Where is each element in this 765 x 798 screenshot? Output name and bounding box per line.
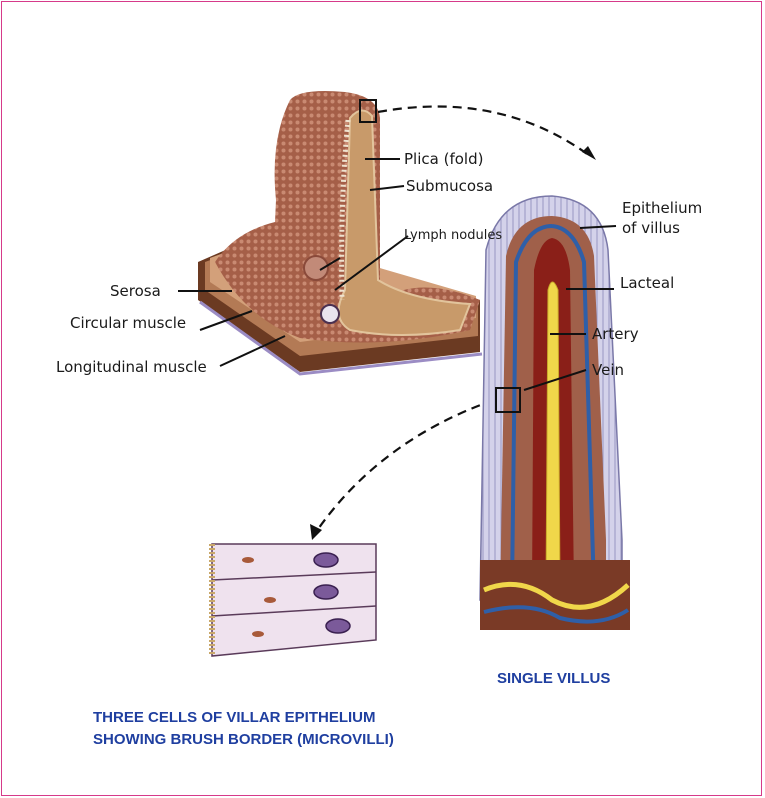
lymph-nodule-2: [321, 305, 339, 323]
label-lacteal: Lacteal: [620, 274, 674, 292]
caption-single-villus: SINGLE VILLUS: [497, 668, 610, 689]
arrow-to-villus: [378, 107, 590, 157]
label-submucosa: Submucosa: [406, 177, 493, 195]
plica-core: [339, 110, 470, 335]
caption-cells-line2: SHOWING BRUSH BORDER (MICROVILLI): [93, 729, 394, 750]
cell-nucleus-3: [326, 619, 350, 633]
villus-lacteal: [546, 282, 560, 590]
cell-nucleus-2: [314, 585, 338, 599]
cell-organelle-3: [252, 631, 264, 637]
three-cells-drawing: [212, 544, 376, 656]
label-longitudinal-muscle: Longitudinal muscle: [56, 358, 207, 376]
arrow-to-villus-head: [582, 146, 596, 160]
cell-nucleus-1: [314, 553, 338, 567]
caption-cells-line1: THREE CELLS OF VILLAR EPITHELIUM: [93, 707, 376, 728]
label-artery: Artery: [592, 325, 639, 343]
label-epithelium-line2: of villus: [622, 219, 680, 237]
label-plica: Plica (fold): [404, 150, 483, 168]
cell-organelle-2: [264, 597, 276, 603]
label-serosa: Serosa: [110, 282, 161, 300]
label-epithelium-line1: Epithelium: [622, 199, 702, 217]
cell-organelle-1: [242, 557, 254, 563]
label-vein: Vein: [592, 361, 624, 379]
label-lymph-nodules: Lymph nodules: [404, 227, 502, 245]
arrow-to-cells: [316, 400, 494, 532]
label-circular-muscle: Circular muscle: [70, 314, 186, 332]
single-villus-drawing: [480, 196, 630, 630]
cells-block: [212, 544, 376, 656]
